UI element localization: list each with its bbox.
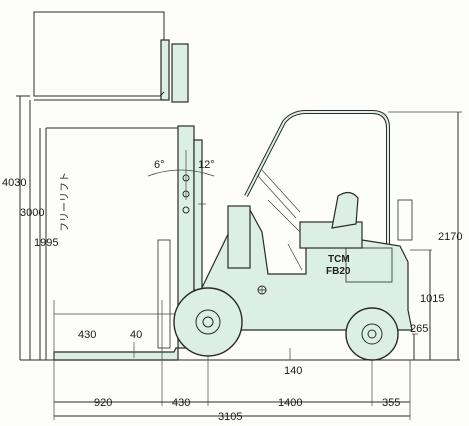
seat-height: 1015 <box>420 293 444 305</box>
lift-height: 3000 <box>20 207 44 219</box>
overall-max-height: 4030 <box>2 177 26 189</box>
wheelbase-label: 1400 <box>278 397 302 409</box>
overall-length-label: 3105 <box>218 411 242 423</box>
mast-lowered-height: 1995 <box>34 237 58 249</box>
step-height: 265 <box>410 323 428 335</box>
fork-length-label: 430 <box>78 329 96 341</box>
front-overhang-label: 430 <box>172 397 190 409</box>
front-wheel <box>173 287 243 357</box>
tilt-angles <box>147 150 215 200</box>
overhead-guard <box>244 110 390 250</box>
left-dimension-lines <box>16 95 163 360</box>
raised-carriage <box>33 11 189 103</box>
ground-clearance-label: 140 <box>284 365 302 377</box>
rear-wheel <box>345 307 399 361</box>
forks <box>53 313 179 361</box>
front-overhang-fork-label: 920 <box>94 397 112 409</box>
truck-body <box>195 191 413 331</box>
bottom-dimension-lines <box>53 356 411 420</box>
forward-tilt-label: 6° <box>154 159 165 171</box>
brand-line1: TCM <box>328 254 350 265</box>
fork-thickness-label: 40 <box>130 329 142 341</box>
rear-overhang-label: 355 <box>382 397 400 409</box>
free-lift-label: フリーリフト <box>60 172 71 232</box>
backward-tilt-label: 12° <box>198 159 215 171</box>
brand-line2: FB20 <box>326 266 351 277</box>
right-dimension-lines <box>388 111 462 360</box>
overhead-guard-height: 2170 <box>438 231 462 243</box>
